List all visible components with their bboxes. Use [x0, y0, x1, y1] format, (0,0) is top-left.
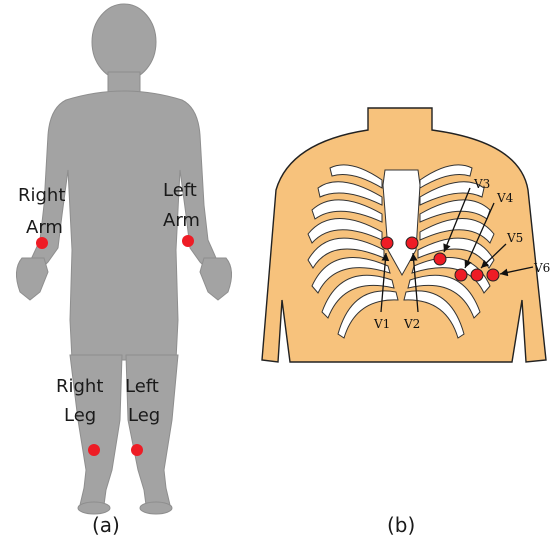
label-left-leg-1: Left [125, 376, 159, 397]
electrode-v5 [471, 269, 483, 281]
label-left-arm-1: Left [163, 180, 197, 201]
electrode-v4 [455, 269, 467, 281]
label-v5: V5 [506, 231, 523, 245]
electrode-v3 [434, 253, 446, 265]
electrode-v2 [406, 237, 418, 249]
electrode-left-leg [131, 444, 143, 456]
panel-a: Right Arm Left Arm Right Leg Left Leg (a… [16, 4, 231, 537]
label-left-arm-2: Arm [163, 210, 200, 231]
electrode-v1 [381, 237, 393, 249]
electrode-left-arm [182, 235, 194, 247]
label-v2: V2 [403, 317, 420, 331]
label-right-arm-1: Right [18, 185, 65, 206]
body-silhouette [16, 4, 231, 514]
label-left-leg-2: Leg [128, 405, 160, 426]
electrode-right-leg [88, 444, 100, 456]
electrode-v6 [487, 269, 499, 281]
label-v4: V4 [496, 191, 514, 205]
panel-b: V1 V2 V3 V4 V5 V6 (b) [262, 108, 550, 537]
label-right-leg-2: Leg [64, 405, 96, 426]
label-right-arm-2: Arm [26, 217, 63, 238]
label-v1: V1 [373, 317, 390, 331]
label-v6: V6 [533, 261, 550, 275]
label-v3: V3 [473, 177, 490, 191]
electrode-right-arm [36, 237, 48, 249]
caption-b: (b) [387, 513, 415, 537]
caption-a: (a) [92, 513, 120, 537]
label-right-leg-1: Right [56, 376, 103, 397]
